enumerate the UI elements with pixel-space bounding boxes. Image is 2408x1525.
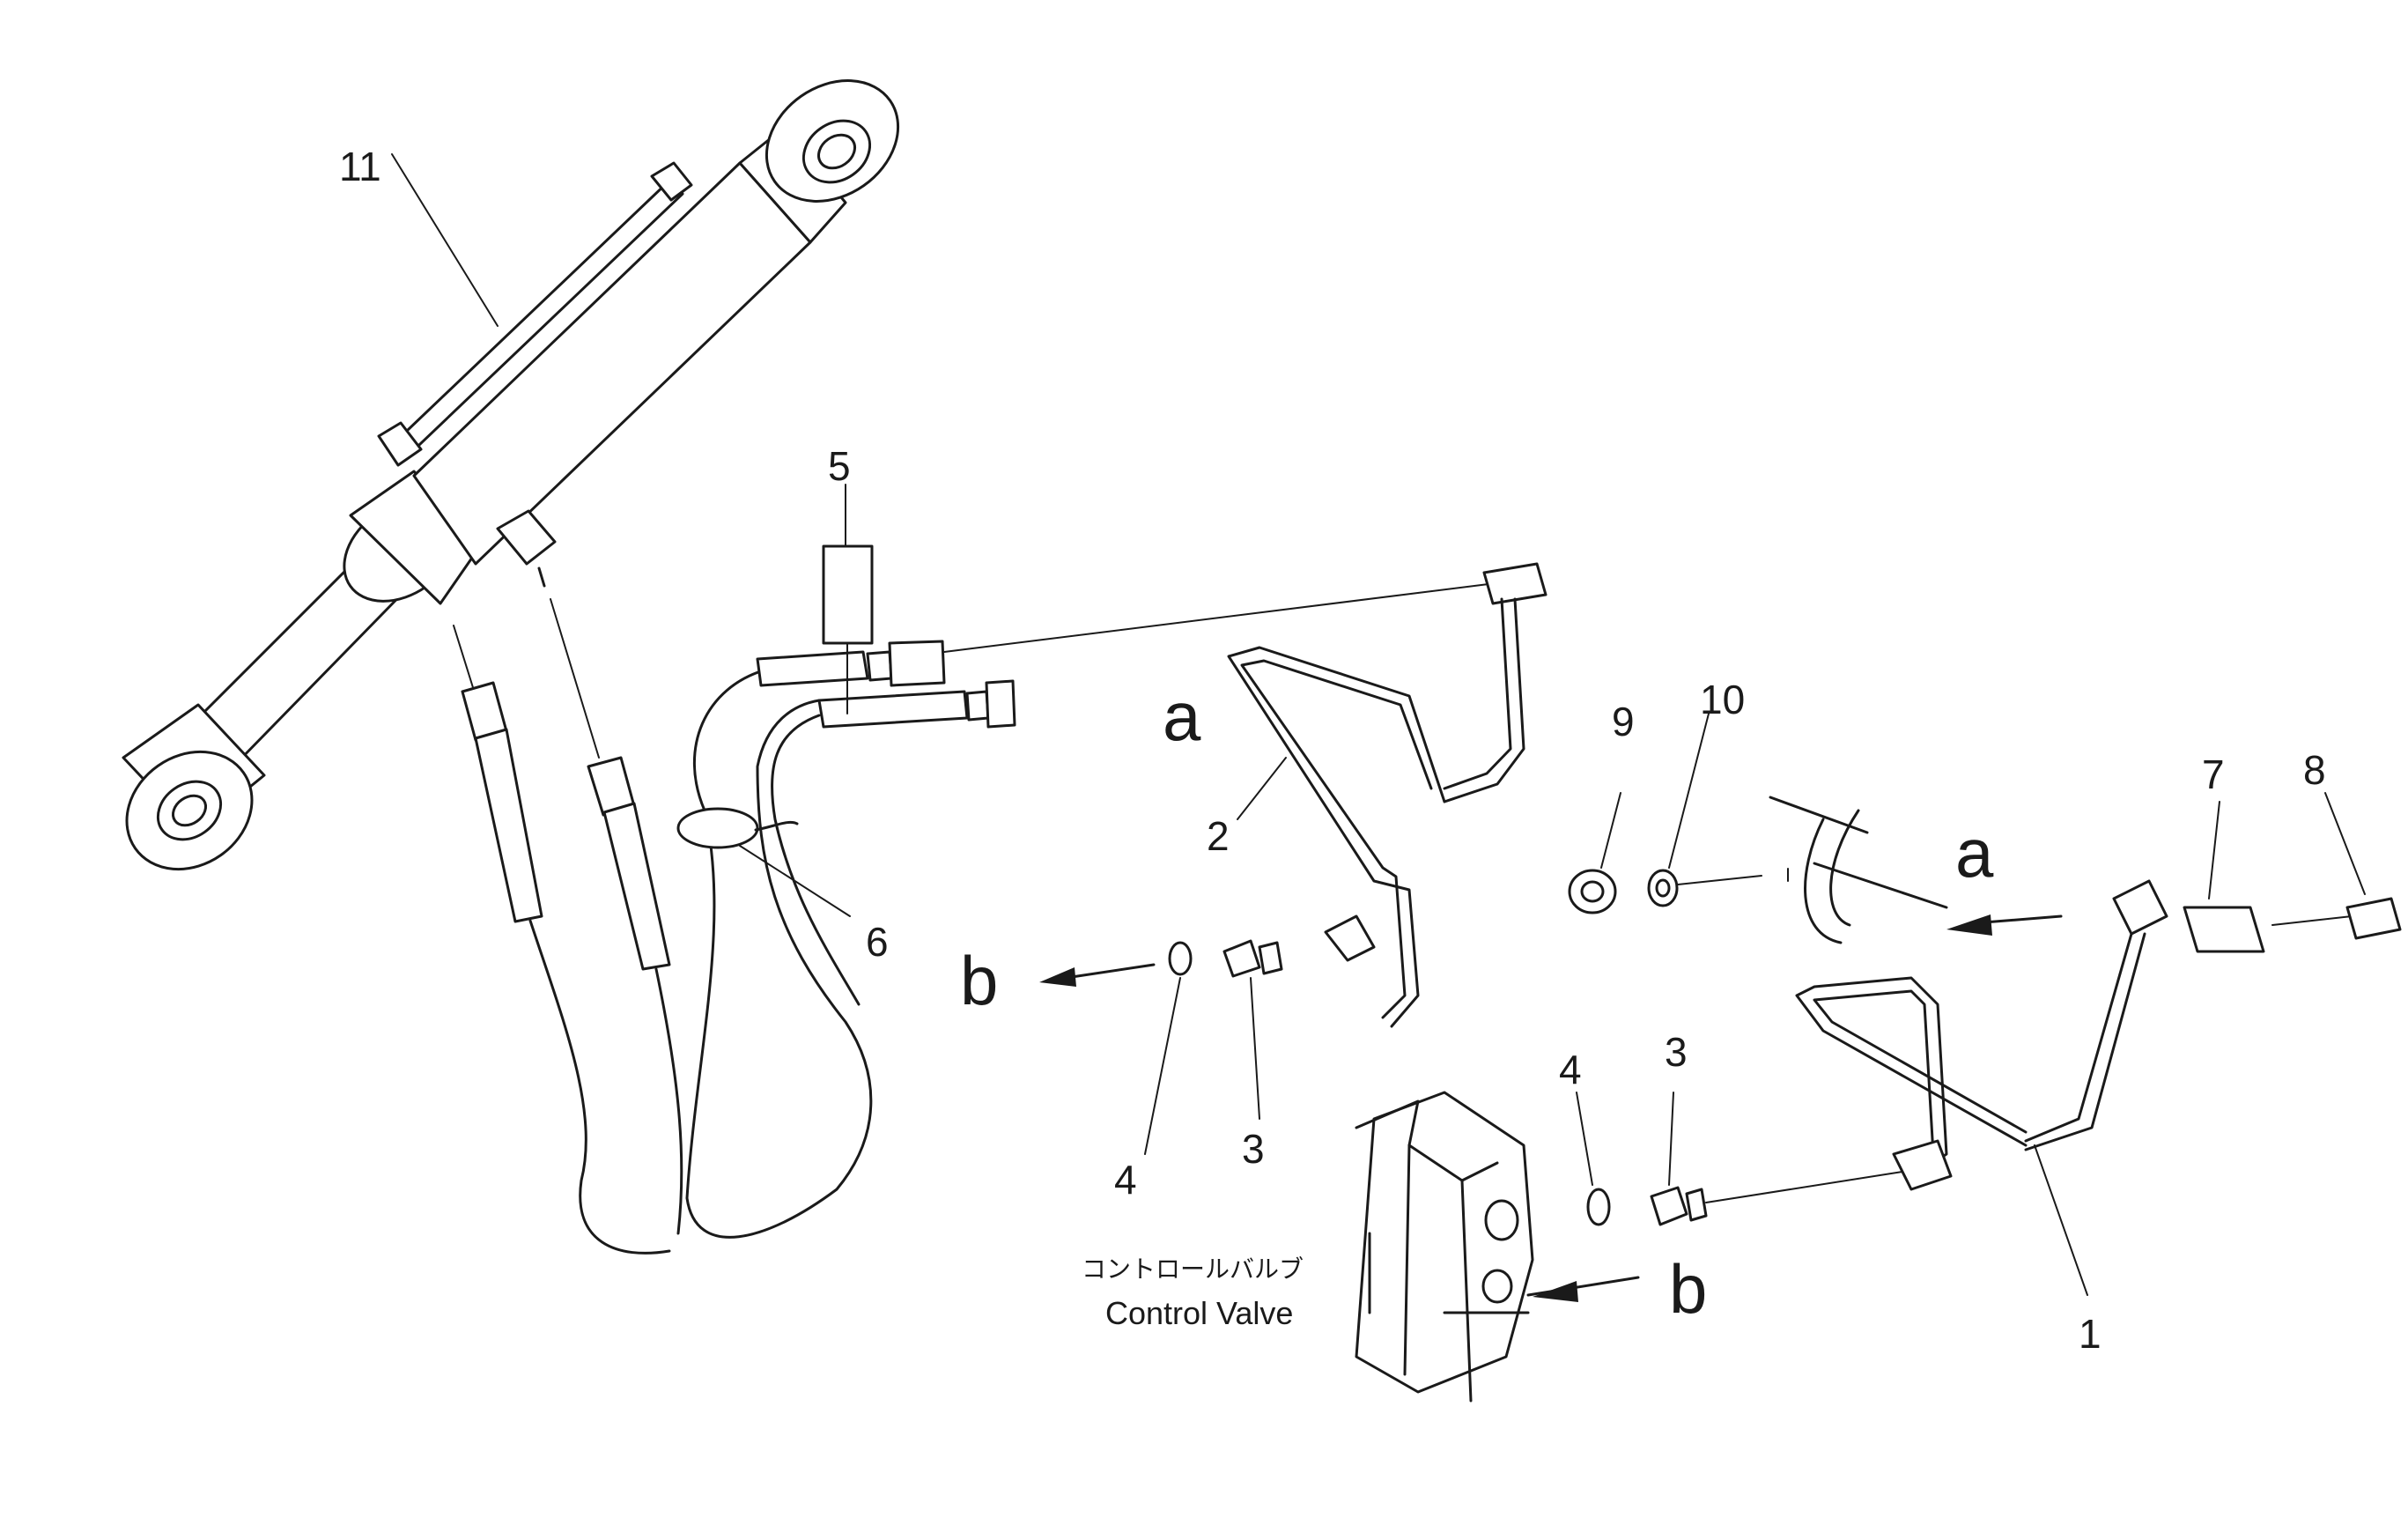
control-valve [1355,1091,1640,1403]
tube-2 [943,562,1547,1028]
cylinder-hoses [453,598,683,1255]
label-7: 7 [2202,751,2225,797]
label-4-left: 4 [1114,1157,1137,1203]
arrow-labels: a a b b [960,677,1994,1328]
hydraulic-cylinder [122,79,900,871]
label-2: 2 [1207,813,1230,859]
label-4-right: 4 [1559,1047,1582,1092]
clip-and-bolt [2183,792,2402,953]
control-valve-caption: コントロールバルブ Control Valve [1082,1255,1304,1331]
control-valve-label-en: Control Valve [1105,1295,1293,1331]
label-3-left: 3 [1242,1126,1265,1172]
label-8: 8 [2303,747,2326,793]
arrow-label-b-right: b [1669,1250,1707,1328]
fittings-left [1039,939,1283,1155]
fittings-right [1576,1092,1903,1226]
label-1: 1 [2079,1311,2101,1357]
control-valve-label-jp: コントロールバルブ [1082,1255,1304,1284]
label-5: 5 [828,443,851,489]
part-number-labels: 11 5 2 6 9 10 7 8 4 3 4 3 1 [339,144,2326,1357]
hose-assembly [676,484,1016,1239]
arrow-label-a-right: a [1955,814,1994,892]
label-6: 6 [866,919,889,965]
label-9: 9 [1612,699,1635,744]
mount-bracket [1769,796,2063,944]
arrow-label-b-left: b [960,942,998,1019]
arrow-label-a-left: a [1163,677,1201,755]
label-10: 10 [1700,677,1745,722]
nut-and-washer [1568,713,1789,914]
label-11: 11 [339,144,381,189]
label-3-right: 3 [1665,1029,1688,1075]
tube-1 [1795,879,2168,1296]
